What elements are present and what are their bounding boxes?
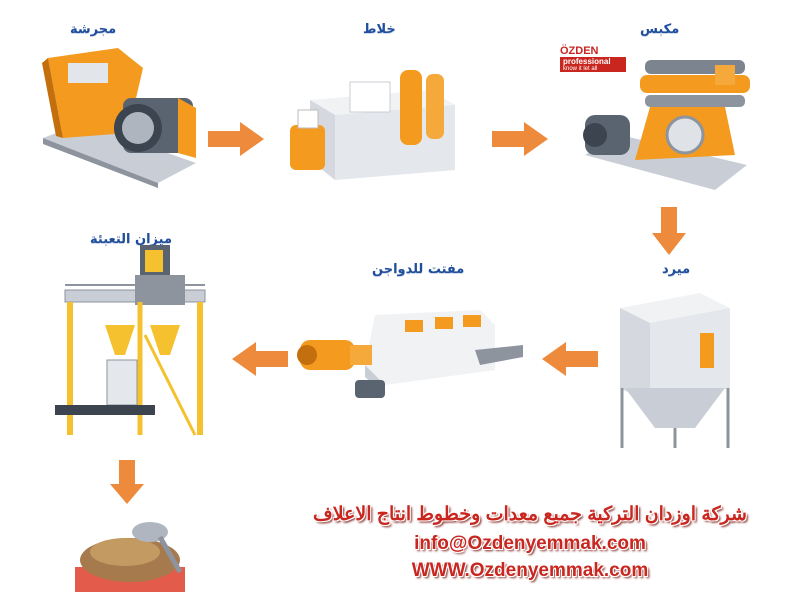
arrow-right-icon xyxy=(208,122,264,156)
website-link[interactable]: WWW.Ozdenyemmak.com xyxy=(411,560,649,581)
crumbler-label: مفتت للدواجن xyxy=(372,262,465,277)
ozden-logo: ÖZDEN professional know it let all xyxy=(560,45,626,72)
crusher-machine-image xyxy=(42,48,196,188)
contact-block: شركة اوزدان التركية جميع معدات وخطوط انت… xyxy=(290,500,770,584)
mixer-machine-image xyxy=(290,70,455,180)
email-link[interactable]: info@Ozdenyemmak.com xyxy=(414,533,646,554)
cooler-machine-image xyxy=(620,293,730,448)
arrow-right-icon xyxy=(492,122,548,156)
mixer-label: خلاط xyxy=(363,22,396,37)
crumbler-machine-image xyxy=(297,310,523,398)
cooler-label: ميرد xyxy=(662,262,691,277)
arrow-left-icon xyxy=(232,342,288,376)
packing-label: ميزان التعبئة xyxy=(90,232,172,247)
feed-pellets-image xyxy=(75,522,185,592)
brand-subtitle: know it let all xyxy=(560,66,626,72)
press-machine-image xyxy=(583,60,750,190)
company-description: شركة اوزدان التركية جميع معدات وخطوط انت… xyxy=(313,504,747,525)
packing-scale-machine-image xyxy=(55,245,206,436)
press-label: مكبس xyxy=(640,22,680,37)
arrow-down-icon xyxy=(652,207,686,255)
arrow-left-icon xyxy=(542,342,598,376)
arrow-down-icon xyxy=(110,460,144,504)
brand-name: ÖZDEN xyxy=(560,45,599,57)
brand-tag: professional xyxy=(560,57,626,66)
crusher-label: مجرشة xyxy=(70,22,117,37)
